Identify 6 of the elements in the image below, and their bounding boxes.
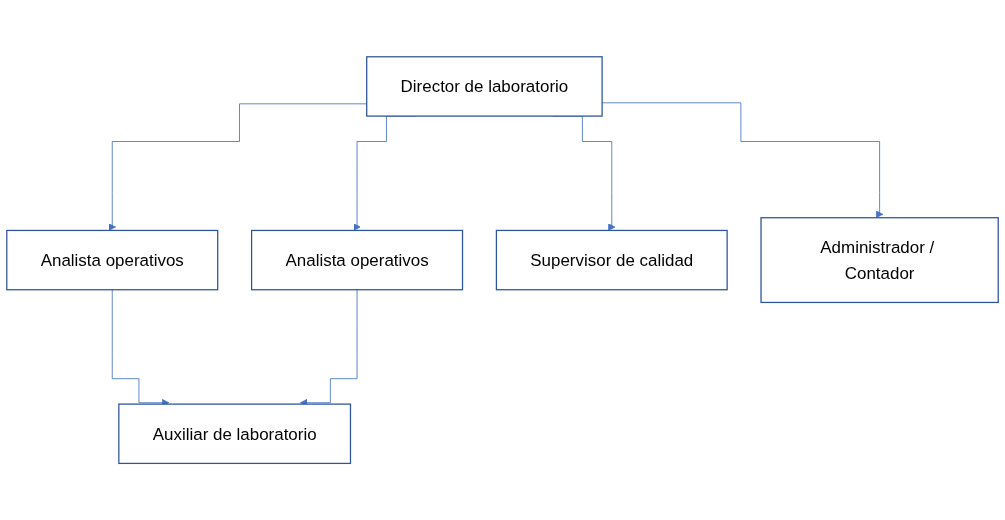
node-box: Analista operativos [250,229,464,291]
node-box: Administrador / Contador [760,217,999,303]
node-box: Supervisor de calidad [495,229,728,291]
node-box: Analista operativos [6,229,219,291]
node-box: Director de laboratorio [366,56,603,117]
node-box: Auxiliar de laboratorio [118,403,352,464]
